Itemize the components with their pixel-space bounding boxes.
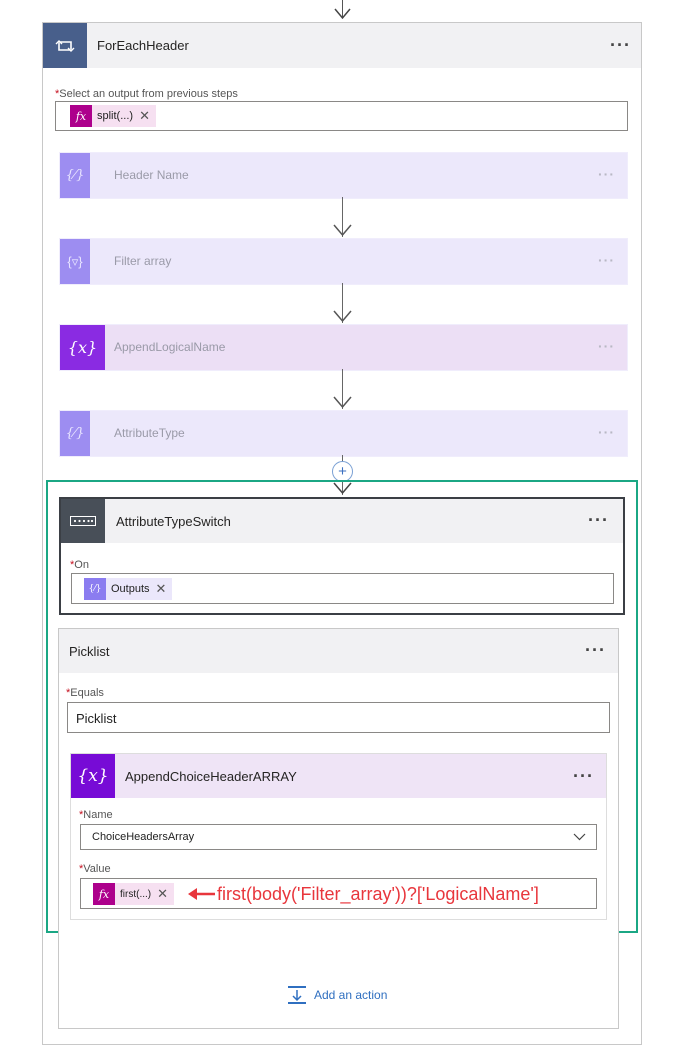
action-card-filter-array[interactable]: {▿} Filter array ··· — [59, 238, 628, 285]
switch-icon — [61, 499, 105, 543]
switch-card: AttributeTypeSwitch ··· *On {⁄} Outputs … — [59, 497, 625, 615]
first-token-label: first(...) — [120, 888, 152, 900]
case-title: Picklist — [69, 644, 110, 659]
action-more-icon[interactable]: ··· — [598, 338, 615, 354]
append-more-icon[interactable]: ··· — [573, 766, 594, 786]
connector — [342, 283, 343, 323]
add-action-label: Add an action — [314, 988, 388, 1002]
chevron-down-icon — [573, 833, 586, 841]
value-field[interactable]: fx first(...) ✕ — [80, 878, 597, 909]
select-output-label: *Select an output from previous steps — [55, 88, 238, 100]
append-title: AppendChoiceHeaderARRAY — [125, 769, 297, 784]
annotation-arrow-icon — [188, 888, 215, 900]
variable-icon: {x} — [60, 325, 105, 370]
name-value: ChoiceHeadersArray — [92, 831, 195, 843]
equals-field[interactable]: Picklist — [67, 702, 610, 733]
insert-step-plus-icon[interactable]: + — [332, 461, 353, 482]
action-title: AppendLogicalName — [114, 340, 226, 354]
filter-icon: {▿} — [60, 239, 90, 284]
value-label: *Value — [79, 863, 111, 875]
expression-icon: fx — [93, 883, 115, 905]
arrowhead-icon — [333, 310, 352, 323]
foreach-header[interactable]: ForEachHeader ··· — [43, 23, 641, 68]
action-title: Filter array — [114, 254, 172, 268]
action-title: Header Name — [114, 168, 189, 182]
case-more-icon[interactable]: ··· — [585, 640, 606, 660]
variable-icon: {x} — [71, 754, 115, 798]
on-label: *On — [70, 559, 89, 571]
switch-more-icon[interactable]: ··· — [588, 510, 609, 530]
append-header[interactable]: {x} AppendChoiceHeaderARRAY ··· — [71, 754, 606, 798]
expression-annotation: first(body('Filter_array'))?['LogicalNam… — [217, 884, 539, 904]
loop-icon — [43, 23, 87, 68]
connector — [342, 369, 343, 409]
connector — [342, 197, 343, 237]
switch-title: AttributeTypeSwitch — [116, 514, 231, 529]
arrowhead-icon — [334, 8, 351, 20]
foreach-title: ForEachHeader — [97, 38, 189, 53]
variable-icon: {⁄} — [84, 578, 106, 600]
action-title: AttributeType — [114, 426, 185, 440]
add-action-icon — [288, 986, 306, 1004]
split-token-label: split(...) — [97, 110, 134, 122]
select-output-field[interactable]: fx split(...) ✕ — [55, 101, 628, 131]
arrowhead-icon — [333, 482, 352, 495]
name-label: *Name — [79, 809, 113, 821]
remove-token-icon[interactable]: ✕ — [157, 886, 169, 901]
expression-icon: fx — [70, 105, 92, 127]
remove-token-icon[interactable]: ✕ — [139, 108, 150, 123]
action-more-icon[interactable]: ··· — [598, 166, 615, 182]
split-token[interactable]: fx split(...) ✕ — [70, 105, 156, 127]
arrowhead-icon — [333, 224, 352, 237]
arrowhead-icon — [333, 396, 352, 409]
name-dropdown[interactable]: ChoiceHeadersArray — [80, 824, 597, 850]
top-connector — [342, 0, 343, 17]
append-card: {x} AppendChoiceHeaderARRAY ··· *Name Ch… — [70, 753, 607, 920]
action-card-attribute-type[interactable]: {⁄} AttributeType ··· — [59, 410, 628, 457]
case-card: Picklist ··· *Equals Picklist {x} Append… — [58, 628, 619, 1029]
outputs-token-label: Outputs — [111, 583, 150, 595]
first-token[interactable]: fx first(...) ✕ — [93, 883, 175, 905]
foreach-more-icon[interactable]: ··· — [610, 35, 631, 55]
action-card-append-logical-name[interactable]: {x} AppendLogicalName ··· — [59, 324, 628, 371]
outputs-token[interactable]: {⁄} Outputs ✕ — [84, 578, 173, 600]
case-header[interactable]: Picklist ··· — [59, 629, 618, 673]
equals-label: *Equals — [66, 687, 104, 699]
variable-icon: {⁄} — [60, 411, 90, 456]
add-action-button[interactable]: Add an action — [287, 985, 387, 1005]
on-field[interactable]: {⁄} Outputs ✕ — [71, 573, 614, 604]
action-card-header-name[interactable]: {⁄} Header Name ··· — [59, 152, 628, 199]
remove-token-icon[interactable]: ✕ — [155, 581, 167, 596]
variable-icon: {⁄} — [60, 153, 90, 198]
action-more-icon[interactable]: ··· — [598, 252, 615, 268]
action-more-icon[interactable]: ··· — [598, 424, 615, 440]
switch-header[interactable]: AttributeTypeSwitch ··· — [61, 499, 623, 543]
